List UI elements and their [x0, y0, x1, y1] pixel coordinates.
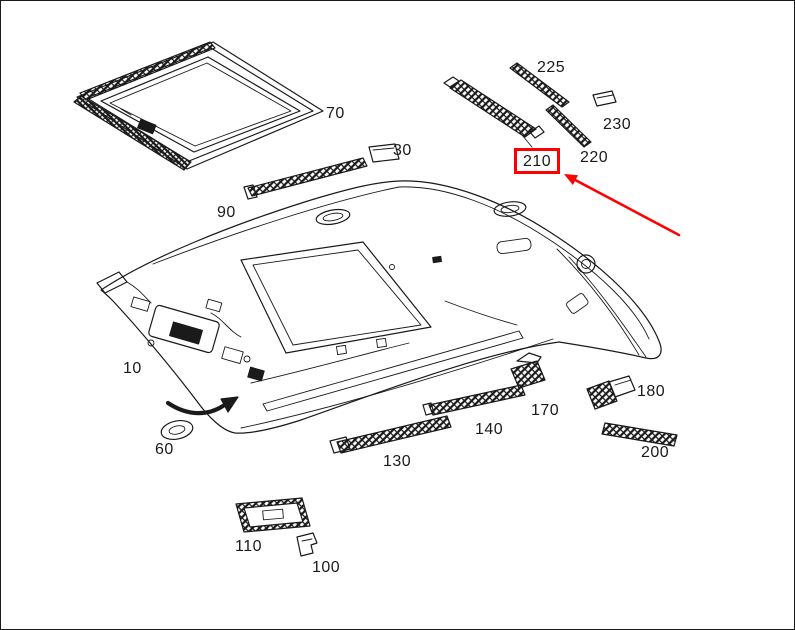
part-180-bracket-drawing — [586, 375, 636, 410]
part-label-230[interactable]: 230 — [603, 116, 632, 133]
part-230-piece-drawing — [592, 90, 617, 107]
part-label-140[interactable]: 140 — [475, 421, 504, 438]
part-90-strip-drawing — [243, 157, 368, 200]
part-210-bar-drawing — [443, 76, 545, 148]
part-140-strip-drawing — [422, 384, 526, 416]
part-110-frame-drawing — [235, 497, 311, 533]
part-label-130[interactable]: 130 — [383, 453, 412, 470]
sunroof-assembly-drawing — [73, 41, 324, 171]
part-label-180[interactable]: 180 — [637, 383, 666, 400]
part-label-210[interactable]: 210 — [523, 153, 552, 170]
part-220-strip-drawing — [545, 104, 592, 148]
part-label-100[interactable]: 100 — [312, 559, 341, 576]
part-225-strip-drawing — [509, 62, 570, 108]
part-label-30[interactable]: 30 — [393, 142, 412, 159]
part-label-110[interactable]: 110 — [235, 538, 263, 555]
part-label-220[interactable]: 220 — [580, 149, 609, 166]
part-30-drawing — [368, 143, 400, 163]
part-label-10[interactable]: 10 — [123, 360, 142, 377]
part-label-60[interactable]: 60 — [155, 441, 174, 458]
part-label-70[interactable]: 70 — [326, 105, 345, 122]
headliner-panel-drawing — [96, 180, 662, 434]
part-100-clip-drawing — [296, 532, 318, 557]
part-130-strip-drawing — [329, 415, 452, 454]
part-170-bracket-drawing — [510, 352, 546, 389]
part-60-drawing — [160, 419, 194, 441]
part-label-200[interactable]: 200 — [641, 444, 670, 461]
part-label-225[interactable]: 225 — [537, 59, 566, 76]
highlight-arrow — [564, 174, 681, 237]
part-label-90[interactable]: 90 — [217, 204, 236, 221]
part-label-170[interactable]: 170 — [531, 402, 560, 419]
part-200-strip-drawing — [601, 422, 678, 447]
